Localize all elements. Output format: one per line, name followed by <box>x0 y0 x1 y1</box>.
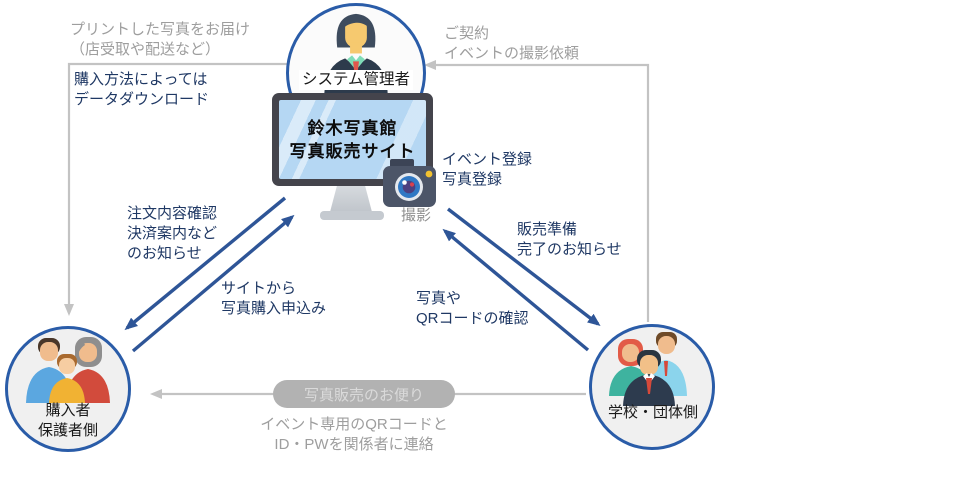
label-line: 購入方法によっては <box>74 71 208 88</box>
family-icon <box>26 337 110 403</box>
newsletter-pill-label: 写真販売のお便り <box>303 386 424 404</box>
label-line: 決済案内など <box>127 225 218 242</box>
label-line: のお知らせ <box>127 245 202 262</box>
label-data-download: 購入方法によっては データダウンロード <box>74 70 209 110</box>
label-line: 写真や <box>416 290 462 307</box>
label-line: イベント登録 <box>442 151 533 168</box>
newsletter-pill: 写真販売のお便り <box>273 380 455 408</box>
label-print-delivery: プリントした写真をお届け （店受取や配送など） <box>70 20 250 60</box>
school-label: 学校・団体側 <box>607 404 699 421</box>
label-line: 写真登録 <box>442 171 503 188</box>
camera-label: 撮影 <box>401 207 432 224</box>
label-line: 写真購入申込み <box>221 300 327 317</box>
arrow-purchaser-to-site <box>131 214 295 353</box>
purchaser-label-line: 保護者側 <box>37 421 99 439</box>
label-line: イベント専用のQRコードと <box>260 416 448 433</box>
label-line: （店受取や配送など） <box>70 41 221 58</box>
label-purchase-apply: サイトから 写真購入申込み <box>221 279 326 319</box>
node-school <box>589 324 715 450</box>
arrow-school-to-site <box>442 228 590 352</box>
purchaser-label-line: 購入者 <box>45 402 91 419</box>
connector-school-to-admin-contract <box>424 60 650 322</box>
label-contract: ご契約 イベントの撮影依頼 <box>444 24 579 64</box>
label-event-registration: イベント登録 写真登録 <box>442 150 532 190</box>
label-sales-ready: 販売準備 完了のお知らせ <box>517 220 622 260</box>
site-title-line: 鈴木写真館 <box>307 118 398 138</box>
label-order-notice: 注文内容確認 決済案内など のお知らせ <box>127 204 217 264</box>
label-qr-contact: イベント専用のQRコードと ID・PWを関係者に連絡 <box>234 415 474 455</box>
group-icon <box>609 332 687 406</box>
label-line: データダウンロード <box>74 91 210 108</box>
label-photo-qr-check: 写真や QRコードの確認 <box>416 289 529 329</box>
connector-site-to-purchaser-print <box>64 62 287 316</box>
label-line: 注文内容確認 <box>127 205 218 222</box>
admin-label: システム管理者 <box>298 70 414 90</box>
label-line: プリントした写真をお届け <box>70 21 251 38</box>
label-line: QRコードの確認 <box>416 310 529 327</box>
label-line: 完了のお知らせ <box>517 241 622 258</box>
label-line: 販売準備 <box>517 221 578 238</box>
site-title-line: 写真販売サイト <box>289 141 416 161</box>
label-line: イベントの撮影依頼 <box>444 45 580 62</box>
monitor-base <box>320 211 384 220</box>
purchaser-label: 購入者 保護者側 <box>38 401 98 440</box>
arrow-site-to-school <box>446 207 601 326</box>
arrow-site-to-purchaser <box>124 196 287 331</box>
camera-icon <box>383 159 436 207</box>
monitor-stand <box>330 185 372 212</box>
label-line: ご契約 <box>444 25 490 42</box>
label-line: サイトから <box>221 280 297 297</box>
label-line: ID・PWを関係者に連絡 <box>274 436 434 453</box>
